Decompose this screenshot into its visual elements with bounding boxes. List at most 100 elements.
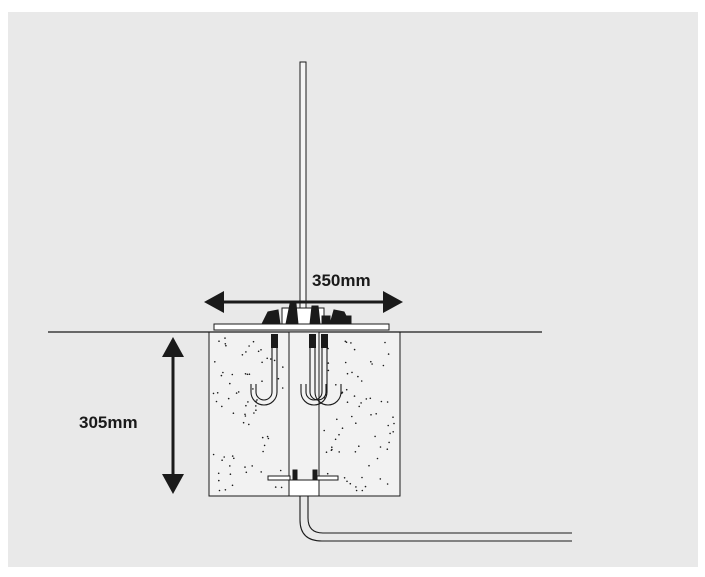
speckle-dot [386,483,389,485]
speckle-dot [224,343,227,345]
speckle-dot [215,400,218,403]
speckle-dot [353,348,356,351]
speckle-dot [244,415,247,417]
speckle-dot [231,484,234,487]
speckle-dot [263,444,266,447]
speckle-dot [227,397,230,400]
speckle-dot [371,363,373,365]
speckle-dot [351,415,353,418]
speckle-dot [334,438,337,441]
speckle-dot [361,489,364,492]
speckle-dot [224,489,227,491]
pole [299,61,307,325]
speckle-dot [358,405,361,408]
speckle-dot [338,451,341,453]
speckle-dot [346,372,349,375]
speckle-dot [233,457,235,460]
speckle-dot [357,375,359,378]
speckle-dot [323,429,326,432]
width-dimension-label: 350mm [312,271,371,290]
speckle-dot [280,486,283,489]
center-sleeve [288,331,320,497]
speckle-dot [355,486,357,488]
speckle-dot [225,344,227,347]
speckle-dot [242,421,245,424]
speckle-dot [229,465,231,467]
speckle-dot [248,423,250,426]
speckle-dot [380,400,383,403]
speckle-dot [351,371,353,374]
speckle-dot [212,453,215,456]
speckle-dot [369,397,372,400]
speckle-dot [212,392,215,395]
speckle-dot [237,391,240,393]
speckle-dot [346,401,349,404]
speckle-dot [221,459,223,462]
speckle-dot [218,340,220,343]
speckle-dot [245,351,247,353]
speckle-dot [345,388,348,391]
speckle-dot [231,373,234,376]
speckle-dot [376,457,379,460]
speckle-dot [360,402,362,404]
depth-dimension-label: 305mm [79,413,138,432]
speckle-dot [222,371,224,374]
speckle-dot [220,374,223,377]
speckle-dot [217,472,220,475]
speckle-dot [392,431,395,433]
speckle-dot [224,337,226,339]
speckle-dot [364,485,367,488]
speckle-dot [262,450,264,453]
speckle-dot [358,445,360,448]
speckle-dot [244,373,247,375]
speckle-dot [261,361,263,364]
speckle-dot [360,380,363,382]
speckle-dot [345,341,348,344]
speckle-dot [231,455,234,457]
speckle-dot [346,480,348,483]
speckle-dot [252,388,254,390]
speckle-dot [255,405,257,407]
speckle-dot [261,380,263,383]
speckle-dot [350,342,352,344]
speckle-dot [282,366,284,368]
speckle-dot [256,399,258,401]
anchor-bolts [250,334,342,406]
speckle-dot [229,473,232,476]
speckle-dot [325,451,328,454]
speckle-dot [246,373,249,376]
speckle-dot [379,446,382,448]
speckle-dot [331,448,333,451]
speckle-dot [266,435,269,438]
speckle-dot [355,422,357,425]
speckle-dot [261,436,264,439]
speckle-dot [387,424,390,427]
speckle-dot [281,387,284,389]
base-plate [213,303,390,331]
speckle-dot [229,382,231,385]
speckle-dot [327,347,329,350]
sleeve-pins [267,469,339,481]
speckle-dot [267,437,270,440]
speckle-dot [214,361,216,363]
speckle-dot [341,391,344,394]
speckle-dot [223,456,225,458]
speckle-dot [374,435,376,438]
speckle-dot [326,472,329,475]
speckle-dot [361,476,363,479]
speckle-dot [335,384,337,386]
speckle-dot [248,373,251,376]
speckle-dot [235,392,238,394]
speckle-dot [354,451,357,453]
speckle-dot [338,433,340,436]
underground-conduit [299,496,572,542]
speckle-dot [344,361,347,364]
speckle-dot [386,448,389,451]
speckle-dot [341,427,344,430]
speckle-dot [221,405,223,408]
speckle-dot [260,349,262,351]
speckle-dot [365,398,368,400]
speckle-dot [244,466,246,468]
speckle-dot [218,489,221,492]
speckle-dot [389,432,391,435]
